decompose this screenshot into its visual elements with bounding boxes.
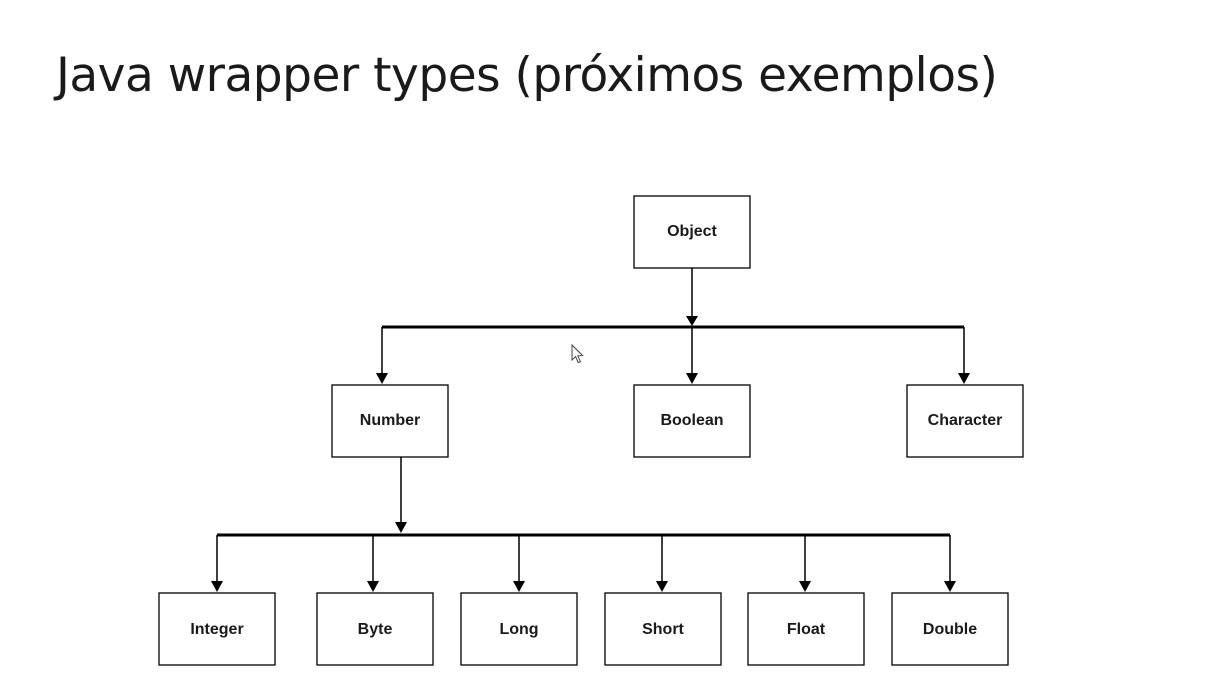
node-number-box xyxy=(331,384,449,458)
node-double: Double xyxy=(891,592,1009,666)
node-long: Long xyxy=(460,592,578,666)
node-float-box xyxy=(747,592,865,666)
node-float-label: Float xyxy=(787,621,826,638)
node-double-label: Double xyxy=(923,621,977,638)
node-long-box xyxy=(460,592,578,666)
arrowhead-integer xyxy=(211,581,223,592)
node-object-label: Object xyxy=(667,223,717,240)
arrowhead-long xyxy=(513,581,525,592)
edges-number-children xyxy=(211,457,956,592)
node-long-label: Long xyxy=(499,621,538,638)
edges-object-children xyxy=(376,268,970,384)
arrowhead-number xyxy=(376,373,388,384)
arrowhead-object-bus xyxy=(686,316,698,326)
node-byte-box xyxy=(316,592,434,666)
slide-title: Java wrapper types (próximos exemplos) xyxy=(56,48,998,103)
node-short-box xyxy=(604,592,722,666)
node-number: Number xyxy=(331,384,449,458)
node-byte: Byte xyxy=(316,592,434,666)
node-byte-label: Byte xyxy=(358,621,393,638)
node-object-box xyxy=(633,195,751,269)
node-double-box xyxy=(891,592,1009,666)
node-character: Character xyxy=(906,384,1024,458)
node-boolean-box xyxy=(633,384,751,458)
node-character-box xyxy=(906,384,1024,458)
node-number-label: Number xyxy=(360,412,420,429)
arrowhead-double xyxy=(944,581,956,592)
node-float: Float xyxy=(747,592,865,666)
node-object: Object xyxy=(633,195,751,269)
arrowhead-character xyxy=(958,373,970,384)
node-integer-box xyxy=(158,592,276,666)
node-character-label: Character xyxy=(928,412,1003,429)
node-boolean: Boolean xyxy=(633,384,751,458)
node-short-label: Short xyxy=(642,621,684,638)
arrowhead-float xyxy=(799,581,811,592)
mouse-pointer-icon xyxy=(571,343,584,364)
node-integer-label: Integer xyxy=(190,621,243,638)
arrowhead-short xyxy=(656,581,668,592)
arrowhead-byte xyxy=(367,581,379,592)
node-boolean-label: Boolean xyxy=(660,412,723,429)
node-integer: Integer xyxy=(158,592,276,666)
node-short: Short xyxy=(604,592,722,666)
arrowhead-number-bus xyxy=(395,522,407,533)
arrowhead-boolean xyxy=(686,373,698,384)
